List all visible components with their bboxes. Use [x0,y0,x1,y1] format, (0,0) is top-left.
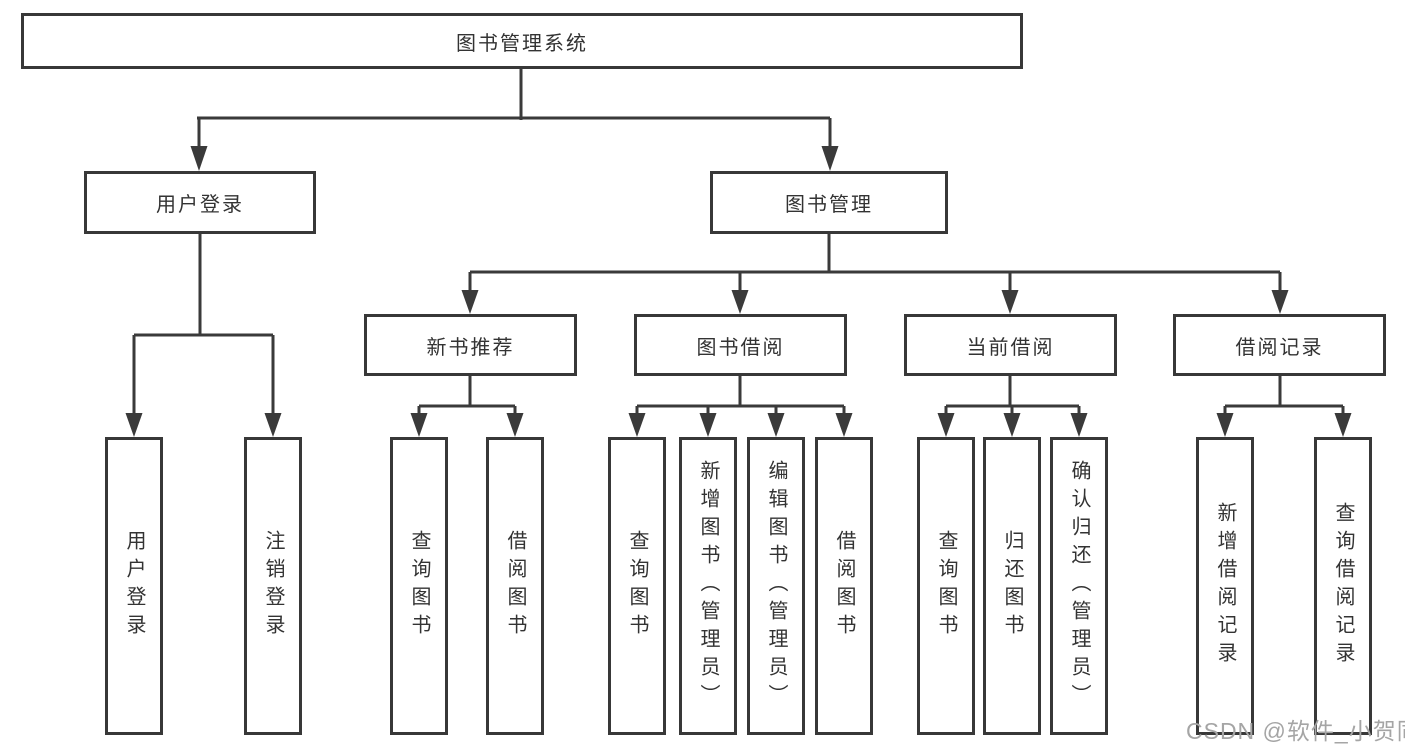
connector-borrowing-records-branch [1216,375,1352,437]
connector-root-to-level2 [190,68,839,171]
node-current-borrowing: 当前借阅 [904,314,1117,376]
node-leaf-nbr-borrow-books: 借阅图书 [486,437,544,735]
node-leaf-nbr-query-books: 查询图书 [390,437,448,735]
node-new-book-recommend-label: 新书推荐 [426,336,515,359]
connector-current-borrowing-branch [937,375,1088,437]
node-book-borrowing: 图书借阅 [634,314,847,376]
node-book-borrowing-label: 图书借阅 [696,336,785,359]
node-leaf-bb-borrow-books: 借阅图书 [815,437,873,735]
node-leaf-cb-return-books: 归还图书 [983,437,1041,735]
node-leaf-bb-edit-books-admin-label: 编辑图书（管理员） [765,460,787,712]
node-book-management-branch-label: 图书管理 [785,194,873,216]
node-leaf-cb-query-books-label: 查询图书 [935,530,957,642]
node-current-borrowing-label: 当前借阅 [966,336,1055,359]
node-leaf-bb-query-books: 查询图书 [608,437,666,735]
node-leaf-cb-query-books: 查询图书 [917,437,975,735]
node-leaf-user-login: 用户登录 [105,437,163,735]
node-leaf-cb-return-books-label: 归还图书 [1001,530,1023,642]
node-leaf-br-add-record-label: 新增借阅记录 [1214,502,1236,670]
node-leaf-nbr-borrow-books-label: 借阅图书 [504,530,526,642]
connector-book-borrowing-branch [628,375,853,437]
connector-book-management-branch [461,233,1289,314]
node-leaf-bb-edit-books-admin: 编辑图书（管理员） [747,437,805,735]
node-leaf-nbr-query-books-label: 查询图书 [408,530,430,642]
csdn-watermark: CSDN @软件_小贺同学 [1186,718,1405,744]
node-leaf-br-query-record-label: 查询借阅记录 [1332,502,1354,670]
node-leaf-bb-add-books-admin: 新增图书（管理员） [679,437,737,735]
node-leaf-cb-confirm-return-admin: 确认归还（管理员） [1050,437,1108,735]
node-new-book-recommend: 新书推荐 [364,314,577,376]
node-leaf-user-login-label: 用户登录 [123,530,145,642]
node-leaf-br-add-record: 新增借阅记录 [1196,437,1254,735]
node-borrowing-records: 借阅记录 [1173,314,1386,376]
node-book-management-branch: 图书管理 [710,171,948,234]
connector-user-login-branch [125,233,282,437]
connector-new-book-recommend-branch [410,375,524,437]
node-borrowing-records-label: 借阅记录 [1235,336,1324,359]
node-leaf-cb-confirm-return-admin-label: 确认归还（管理员） [1068,460,1090,712]
node-leaf-logout-label: 注销登录 [262,530,284,642]
node-leaf-bb-add-books-admin-label: 新增图书（管理员） [697,460,719,712]
node-user-login-branch-label: 用户登录 [156,194,244,216]
node-leaf-logout: 注销登录 [244,437,302,735]
node-root: 图书管理系统 [21,13,1023,69]
node-root-label: 图书管理系统 [456,32,588,55]
node-leaf-bb-query-books-label: 查询图书 [626,530,648,642]
node-leaf-br-query-record: 查询借阅记录 [1314,437,1372,735]
node-leaf-bb-borrow-books-label: 借阅图书 [833,530,855,642]
node-user-login-branch: 用户登录 [84,171,316,234]
